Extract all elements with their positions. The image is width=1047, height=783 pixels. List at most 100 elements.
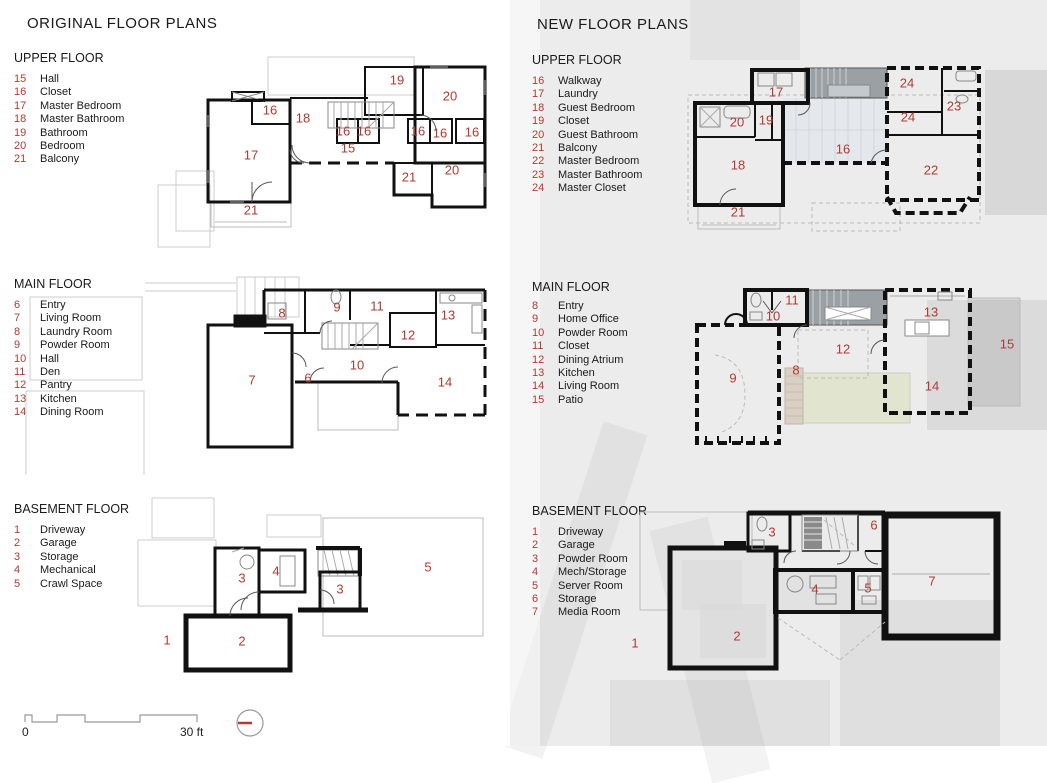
legend-item-number: 2 [532, 539, 539, 552]
room-number: 17 [768, 84, 784, 100]
new-plans-title: NEW FLOOR PLANS [537, 16, 689, 33]
legend-item-number: 11 [532, 340, 544, 353]
room-number: 16 [335, 123, 351, 139]
legend-item-label: Bathroom [40, 126, 88, 139]
room-number: 1 [631, 635, 639, 651]
orig-upper-floor-title: UPPER FLOOR [14, 51, 104, 65]
room-number: 20 [442, 88, 458, 104]
legend-item-number: 20 [14, 140, 27, 153]
legend-item-label: Powder Room [40, 339, 110, 352]
legend-item-label: Storage [40, 550, 79, 563]
floor-plan-sheet: { "left_panel": { "title": "ORIGINAL FLO… [14, 0, 1047, 783]
room-number: 1 [163, 632, 171, 648]
room-number: 5 [424, 559, 432, 575]
legend-item-label: Closet [558, 115, 590, 128]
room-number: 8 [278, 305, 286, 321]
scale-bar-drawing [24, 709, 264, 737]
legend-item-number: 21 [532, 142, 545, 155]
legend-item-number: 5 [14, 577, 21, 590]
room-number: 19 [389, 72, 405, 88]
legend-item-number: 9 [532, 313, 539, 326]
legend-item-label: Laundry Room [40, 325, 113, 338]
legend-item-label: Storage [558, 593, 597, 606]
legend-item-label: Balcony [40, 153, 80, 166]
room-number: 15 [999, 336, 1015, 352]
room-number: 2 [238, 633, 246, 649]
legend-item-label: Entry [40, 299, 66, 311]
room-number: 6 [304, 370, 312, 386]
legend-item: 21 Balcony [532, 142, 642, 155]
orig-main-floor-drawing [25, 276, 487, 475]
room-number: 9 [333, 299, 341, 315]
legend-item-number: 14 [14, 406, 27, 419]
room-number: 10 [349, 357, 365, 373]
room-number: 20 [729, 114, 745, 130]
room-number: 21 [401, 169, 417, 185]
legend-item-label: Crawl Space [40, 577, 103, 590]
legend-item-label: Master Closet [558, 182, 626, 195]
legend-item-number: 2 [14, 537, 21, 550]
room-number: 22 [923, 162, 939, 178]
legend-item-label: Master Bathroom [558, 168, 643, 181]
legend-item-number: 7 [532, 606, 539, 619]
legend-item-number: 3 [532, 552, 539, 565]
legend-item-label: Powder Room [558, 552, 628, 565]
legend-item-label: Driveway [558, 526, 604, 538]
room-number: 12 [835, 341, 851, 357]
legend-item-label: Balcony [558, 142, 598, 155]
legend-item-number: 10 [14, 352, 27, 365]
legend-item-label: Patio [558, 393, 584, 406]
room-number: 21 [243, 202, 259, 218]
legend-item-number: 16 [532, 75, 545, 87]
legend-item-number: 7 [14, 312, 21, 325]
legend-item-label: Bedroom [40, 140, 85, 153]
legend-item-number: 6 [14, 299, 21, 311]
legend-item-number: 19 [14, 126, 27, 139]
room-number: 15 [340, 140, 356, 156]
room-number: 17 [243, 147, 259, 163]
legend-item-label: Dining Atrium [558, 353, 624, 366]
room-number: 19 [758, 112, 774, 128]
legend-item: 3 Powder Room [532, 553, 628, 566]
legend-item-number: 8 [14, 325, 21, 338]
legend-item: 8 Laundry Room [14, 326, 112, 339]
room-number: 24 [899, 75, 915, 91]
room-number: 18 [295, 110, 311, 126]
legend-item: 20 Bedroom [14, 140, 124, 153]
legend-item-number: 15 [532, 393, 545, 406]
room-number: 10 [765, 308, 781, 324]
legend-item: 15 Patio [532, 394, 628, 407]
legend-item-label: Closet [40, 86, 72, 99]
legend-item-number: 10 [532, 326, 545, 339]
legend-item-number: 8 [532, 300, 539, 312]
legend-item-number: 12 [14, 379, 27, 392]
new-basement-floor-title: BASEMENT FLOOR [532, 504, 648, 518]
legend-item: 6 Entry [14, 299, 112, 312]
legend-item-number: 17 [14, 99, 27, 112]
